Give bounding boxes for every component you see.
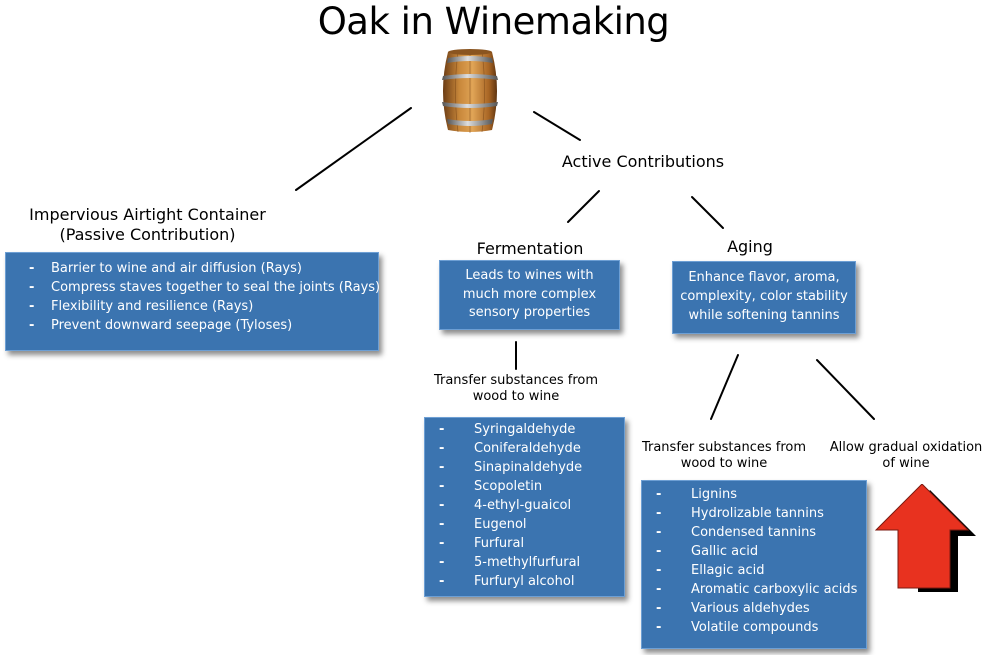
connector-barrel-active xyxy=(533,111,581,141)
list-item: - Coniferaldehyde xyxy=(425,439,624,458)
list-item-text: Ellagic acid xyxy=(691,563,765,578)
list-item-text: Scopoletin xyxy=(474,479,543,494)
list-item-text: Condensed tannins xyxy=(691,525,817,540)
list-item: - Prevent downward seepage (Tyloses) xyxy=(6,316,378,335)
list-item: - Furfural xyxy=(425,534,624,553)
passive-list: - Barrier to wine and air diffusion (Rays… xyxy=(6,259,381,335)
aging-description-box: Enhance flavor, aroma, complexity, color… xyxy=(672,261,856,334)
connector-aging-transfer xyxy=(710,354,739,420)
list-item-text: Gallic acid xyxy=(691,544,759,559)
fermentation-substances-list: - Syringaldehyde - Coniferaldehyde - Sinapi… xyxy=(425,420,624,591)
list-item: - Eugenol xyxy=(425,515,624,534)
list-item: - Gallic acid xyxy=(642,542,866,561)
list-item-text: Syringaldehyde xyxy=(474,422,576,437)
bullet-dash: - xyxy=(656,525,662,540)
bullet-dash: - xyxy=(439,441,445,456)
connector-barrel-passive xyxy=(295,107,412,191)
list-item: - Barrier to wine and air diffusion (Rays… xyxy=(6,259,378,278)
bullet-dash: - xyxy=(656,506,662,521)
wine-barrel-icon xyxy=(442,49,498,133)
list-item-text: Volatile compounds xyxy=(691,620,819,635)
list-item: - Condensed tannins xyxy=(642,523,866,542)
aging-substances-box: - Lignins - Hydrolizable tannins - Condense… xyxy=(641,480,867,649)
bullet-dash: - xyxy=(656,582,662,597)
bullet-dash: - xyxy=(656,601,662,616)
list-item-text: Furfuryl alcohol xyxy=(474,574,575,589)
connector-active-fermentation xyxy=(567,190,600,223)
bullet-dash: - xyxy=(656,544,662,559)
list-item: - Lignins xyxy=(642,485,866,504)
connector-aging-oxidation xyxy=(816,359,875,420)
aging-substances-list: - Lignins - Hydrolizable tannins - Condense… xyxy=(642,485,866,637)
list-item: - Aromatic carboxylic acids xyxy=(642,580,866,599)
connector-active-aging xyxy=(691,196,724,229)
bullet-dash: - xyxy=(439,479,445,494)
list-item-text: Furfural xyxy=(474,536,525,551)
list-item-text: Prevent downward seepage (Tyloses) xyxy=(51,318,293,333)
list-item-text: Lignins xyxy=(691,487,737,502)
list-item-text: Compress staves together to seal the joi… xyxy=(51,280,381,295)
bullet-dash: - xyxy=(439,498,445,513)
passive-heading-line1: Impervious Airtight Container xyxy=(29,205,266,224)
list-item: - 5-methylfurfural xyxy=(425,553,624,572)
list-item-text: Various aldehydes xyxy=(691,601,810,616)
fermentation-heading: Fermentation xyxy=(476,239,584,258)
bullet-dash: - xyxy=(439,517,445,532)
list-item-text: 5-methylfurfural xyxy=(474,555,581,570)
list-item-text: Coniferaldehyde xyxy=(474,441,581,456)
bullet-dash: - xyxy=(439,460,445,475)
list-item-text: Sinapinaldehyde xyxy=(474,460,583,475)
list-item-text: Flexibility and resilience (Rays) xyxy=(51,299,254,314)
bullet-dash: - xyxy=(439,555,445,570)
bullet-dash: - xyxy=(29,318,35,333)
bullet-dash: - xyxy=(29,280,35,295)
list-item-text: Aromatic carboxylic acids xyxy=(691,582,858,597)
list-item: - Sinapinaldehyde xyxy=(425,458,624,477)
bullet-dash: - xyxy=(656,563,662,578)
list-item-text: Eugenol xyxy=(474,517,527,532)
list-item: - Flexibility and resilience (Rays) xyxy=(6,297,378,316)
list-item-text: 4-ethyl-guaicol xyxy=(474,498,572,513)
up-arrow-icon xyxy=(874,484,976,592)
passive-heading-line2: (Passive Contribution) xyxy=(59,225,236,244)
aging-heading: Aging xyxy=(727,237,773,256)
list-item: - Scopoletin xyxy=(425,477,624,496)
active-heading: Active Contributions xyxy=(561,152,725,171)
passive-contribution-box: - Barrier to wine and air diffusion (Rays… xyxy=(5,252,381,351)
list-item: - Various aldehydes xyxy=(642,599,866,618)
list-item: - Volatile compounds xyxy=(642,618,866,637)
bullet-dash: - xyxy=(29,261,35,276)
list-item-text: Hydrolizable tannins xyxy=(691,506,824,521)
list-item: - Ellagic acid xyxy=(642,561,866,580)
list-item: - Compress staves together to seal the jo… xyxy=(6,278,381,297)
list-item: - Furfuryl alcohol xyxy=(425,572,624,591)
list-item: - Syringaldehyde xyxy=(425,420,624,439)
bullet-dash: - xyxy=(439,574,445,589)
list-item: - Hydrolizable tannins xyxy=(642,504,866,523)
bullet-dash: - xyxy=(656,487,662,502)
aging-transfer-label: Transfer substances from wood to wine xyxy=(641,440,807,472)
bullet-dash: - xyxy=(439,536,445,551)
diagram-title: Oak in Winemaking xyxy=(317,0,670,43)
fermentation-description-box: Leads to wines with much more complex se… xyxy=(439,260,620,330)
list-item: - 4-ethyl-guaicol xyxy=(425,496,624,515)
aging-oxidation-label: Allow gradual oxidation of wine xyxy=(829,440,983,472)
list-item-text: Barrier to wine and air diffusion (Rays) xyxy=(51,261,302,276)
bullet-dash: - xyxy=(29,299,35,314)
passive-heading: Impervious Airtight Container (Passive C… xyxy=(10,205,285,245)
bullet-dash: - xyxy=(656,620,662,635)
bullet-dash: - xyxy=(439,422,445,437)
fermentation-substances-box: - Syringaldehyde - Coniferaldehyde - Sinapi… xyxy=(424,417,625,597)
fermentation-transfer-label: Transfer substances from wood to wine xyxy=(433,373,599,405)
